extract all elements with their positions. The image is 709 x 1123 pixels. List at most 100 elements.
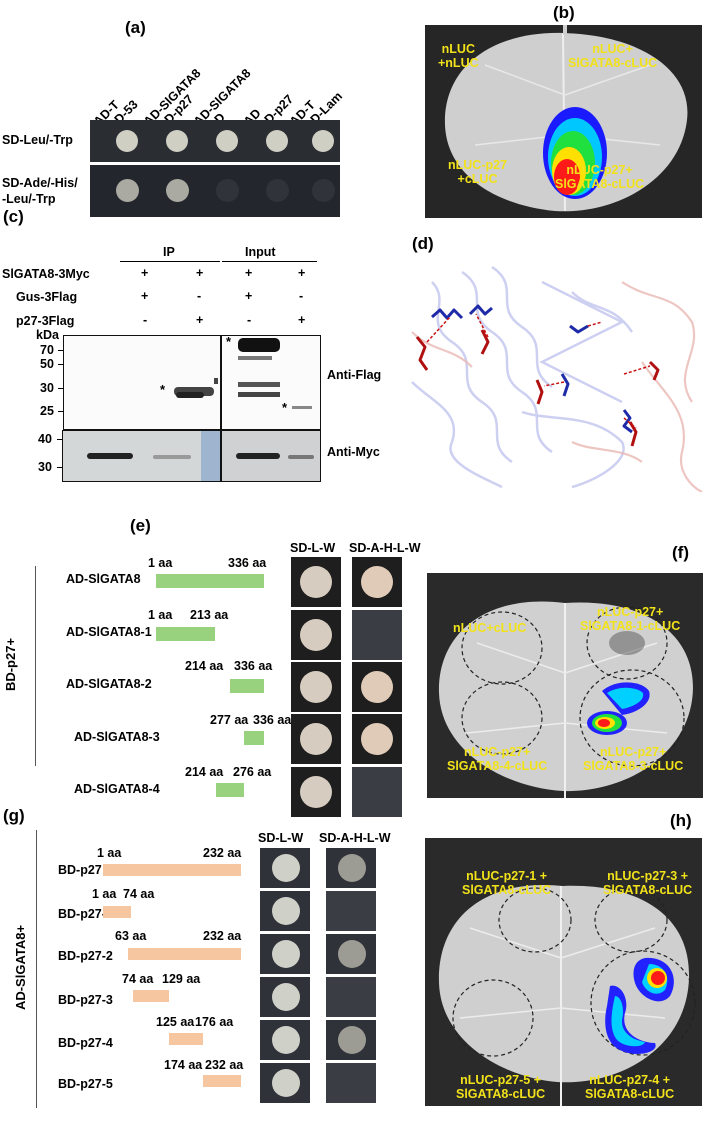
construct-bar (230, 679, 264, 693)
sign: + (196, 313, 204, 327)
leaf-b-label-bl: nLUC-p27+cLUC (448, 158, 508, 186)
band (238, 382, 280, 387)
spot-sdlw (260, 891, 310, 931)
yeast-strip-1 (90, 120, 340, 162)
blue-smear (201, 431, 220, 481)
colony (300, 619, 332, 651)
leaf-image-f (427, 573, 703, 798)
band (236, 453, 280, 459)
col-header-sdahlw: SD-A-H-L-W (349, 541, 421, 555)
aa-end: 232 aa (203, 929, 242, 943)
aa-start: 1 aa (97, 846, 122, 860)
band (238, 356, 272, 360)
spot-sdlw (291, 557, 341, 607)
colony (116, 179, 139, 202)
blot-myc-ip (62, 430, 221, 482)
aa-end: 129 aa (162, 972, 201, 986)
leaf-f-label-br: nLUC-p27+SlGATA8-3-cLUC (583, 745, 684, 773)
leaf-luminescence-h (438, 884, 696, 1106)
band (288, 455, 314, 459)
spot-sdlw (260, 1063, 310, 1103)
ip-header: IP (163, 245, 175, 259)
panel-f-label: (f) (672, 543, 689, 562)
structure-ribbons (411, 265, 703, 492)
aa-end: 176 aa (195, 1015, 234, 1029)
spot-sdahlw (326, 848, 376, 888)
leaf-h-label-bl: nLUC-p27-5 +SlGATA8-cLUC (456, 1073, 546, 1101)
panel-g-label: (g) (3, 806, 25, 825)
colony (272, 940, 300, 968)
spot-sdahlw (352, 610, 402, 660)
spot-sdlw (291, 767, 341, 817)
leaf-h-label-br: nLUC-p27-4 +SlGATA8-cLUC (585, 1073, 675, 1101)
faint-colony (216, 179, 239, 202)
spot-sdlw (291, 714, 341, 764)
band (87, 453, 133, 459)
construct-bar (128, 948, 241, 960)
spot-sdlw (291, 662, 341, 712)
leaf-image-h (425, 838, 702, 1106)
colony (361, 566, 393, 598)
construct-bar (156, 574, 264, 588)
construct-bar (156, 627, 215, 641)
panel-b-label: (b) (553, 3, 575, 22)
faint-colony (312, 179, 335, 202)
colony (272, 854, 300, 882)
mw-tick-40: 40 (38, 432, 52, 446)
colony (272, 983, 300, 1011)
panel-e-label: (e) (130, 516, 151, 535)
panel-d-label: (d) (412, 234, 434, 253)
tick (57, 467, 62, 468)
construct-name: BD-p27-1 (58, 907, 113, 921)
spot-sdahlw (326, 1020, 376, 1060)
spot-sdlw (291, 610, 341, 660)
sign: + (141, 289, 149, 303)
row-label-myc: SlGATA8-3Myc (2, 267, 90, 281)
mw-tick-25: 25 (40, 404, 54, 418)
input-header: Input (245, 245, 276, 259)
col-header-sdahlw-g: SD-A-H-L-W (319, 831, 391, 845)
construct-bar (133, 990, 169, 1002)
row-label-sd-leu-trp: SD-Leu/-Trp (2, 133, 73, 147)
aa-start: 74 aa (122, 972, 154, 986)
leaf-f-label-tr: nLUC-p27+SlGATA8-1-cLUC (580, 605, 681, 633)
col-header-sdlw-g: SD-L-W (258, 831, 304, 845)
leaf-h-label-tr: nLUC-p27-3 +SlGATA8-cLUC (603, 869, 693, 897)
spot-sdahlw (352, 714, 402, 764)
sign: + (141, 266, 149, 280)
side-label-e: BD-p27+ (3, 637, 19, 692)
band (292, 406, 312, 409)
anti-flag-label: Anti-Flag (327, 368, 382, 382)
band (214, 378, 218, 384)
aa-end: 232 aa (203, 846, 242, 860)
spot-sdahlw (352, 662, 402, 712)
construct-bar (103, 906, 131, 918)
colony (166, 130, 188, 152)
spot-sdlw (260, 977, 310, 1017)
sign: + (298, 266, 306, 280)
protein-structure (392, 262, 704, 492)
mw-tick-30: 30 (40, 381, 54, 395)
aa-start: 214 aa (185, 765, 224, 779)
construct-bar (169, 1033, 203, 1045)
bracket-e (35, 566, 36, 766)
colony (300, 566, 332, 598)
colony (216, 130, 238, 152)
construct-name: AD-SlGATA8-2 (66, 677, 152, 691)
leaf-image-b (425, 25, 702, 218)
spot-sdahlw (326, 891, 376, 931)
mw-tick-50: 50 (40, 357, 54, 371)
colony (312, 130, 334, 152)
panel-c-label: (c) (3, 207, 24, 226)
aa-start: 277 aa (210, 713, 249, 727)
colony (272, 1026, 300, 1054)
mw-tick-70: 70 (40, 343, 54, 357)
panel-a-label: (a) (125, 18, 146, 37)
band (153, 455, 191, 459)
leaf-h-label-tl: nLUC-p27-1 +SlGATA8-cLUC (462, 869, 552, 897)
construct-name: BD-p27-5 (58, 1077, 113, 1091)
tick (58, 388, 63, 389)
colony (361, 671, 393, 703)
mw-tick-30b: 30 (38, 460, 52, 474)
yeast-strip-2 (90, 165, 340, 217)
